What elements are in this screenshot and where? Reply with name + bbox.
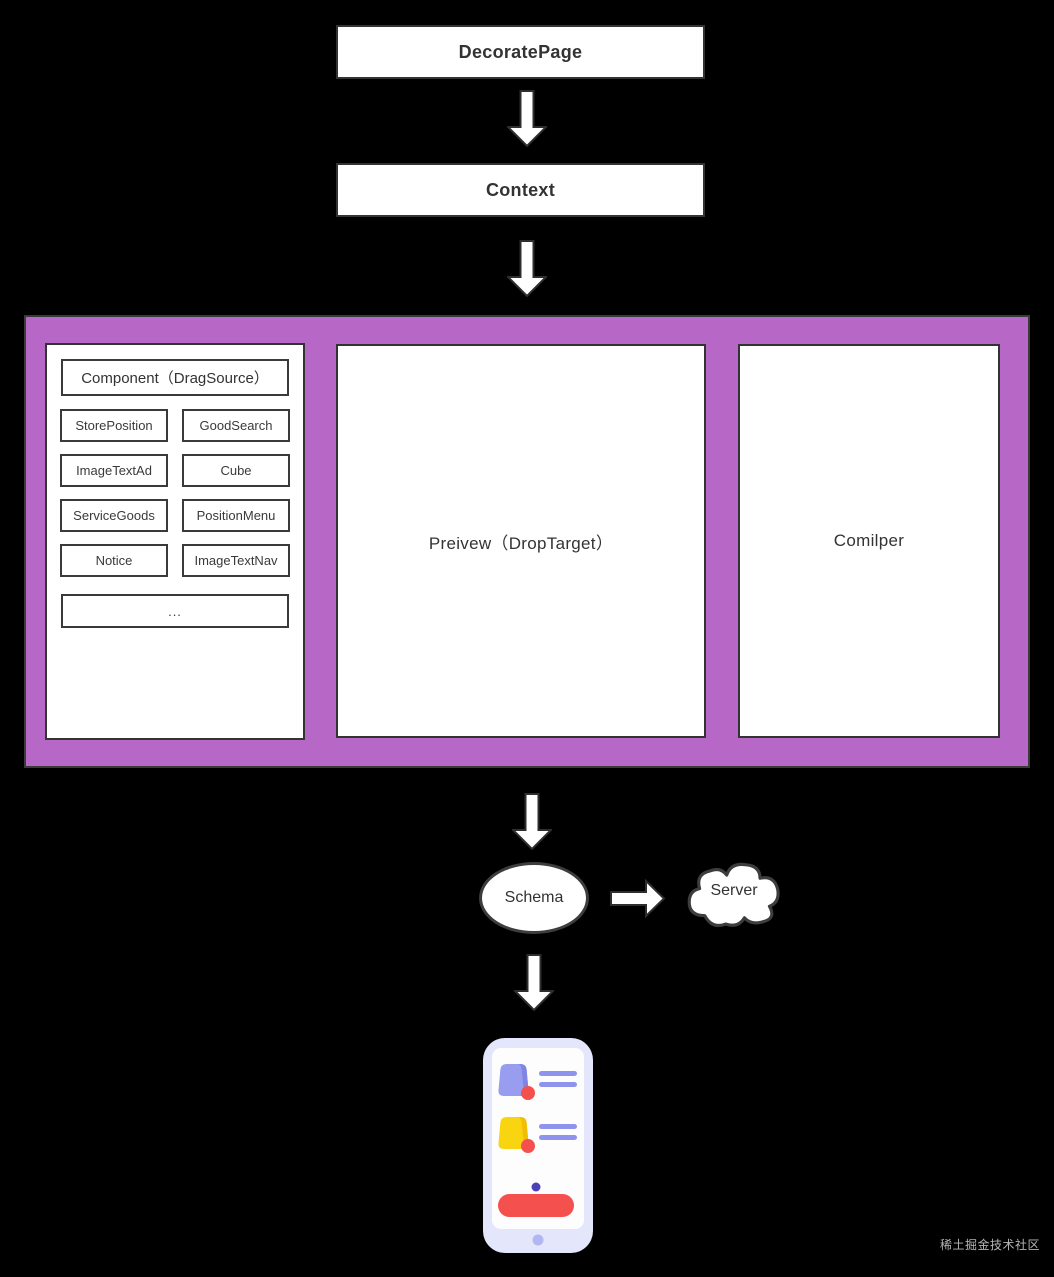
schema-label: Schema — [504, 889, 564, 906]
component-item-imagetextad: ImageTextAd — [60, 454, 168, 487]
list-row-2 — [498, 1117, 577, 1153]
phone-illustration — [483, 1038, 593, 1253]
component-item-imagetextnav: ImageTextNav — [182, 544, 290, 577]
page-indicator-dot — [531, 1182, 541, 1192]
component-item-storeposition: StorePosition — [60, 409, 168, 442]
schema-node: Schema — [479, 862, 589, 934]
down-arrow-icon — [512, 793, 552, 850]
component-item-positionmenu: PositionMenu — [182, 499, 290, 532]
context-label: Context — [485, 179, 556, 200]
server-label: Server — [710, 882, 758, 899]
home-button-dot — [532, 1234, 544, 1246]
decorate-page-box: DecoratePage — [336, 25, 705, 79]
preview-panel: Preivew（DropTarget） — [336, 344, 706, 738]
down-arrow-icon — [507, 240, 547, 297]
decorate-page-label: DecoratePage — [458, 41, 583, 62]
watermark: 稀土掘金技术社区 — [939, 1238, 1040, 1252]
component-grid: StorePosition GoodSearch ImageTextAd Cub… — [59, 409, 291, 577]
editor-container: Component（DragSource） StorePosition Good… — [24, 315, 1030, 768]
component-item-goodsearch: GoodSearch — [182, 409, 290, 442]
server-node: Server — [684, 858, 784, 938]
list-row-1 — [498, 1064, 577, 1100]
down-arrow-icon — [514, 954, 554, 1011]
compiler-panel: Comilper — [738, 344, 1000, 738]
preview-label: Preivew（DropTarget） — [428, 533, 614, 553]
component-more-box: ... — [61, 594, 289, 628]
context-box: Context — [336, 163, 705, 217]
component-panel-title-label: Component（DragSource） — [81, 370, 269, 387]
right-arrow-icon — [610, 879, 666, 918]
component-panel: Component（DragSource） StorePosition Good… — [45, 343, 305, 740]
component-item-cube: Cube — [182, 454, 290, 487]
phone-screen-content — [492, 1048, 584, 1246]
server-cloud-icon — [687, 862, 780, 928]
component-item-notice: Notice — [60, 544, 168, 577]
component-item-servicegoods: ServiceGoods — [60, 499, 168, 532]
action-pill — [498, 1194, 574, 1217]
down-arrow-icon — [507, 90, 547, 147]
compiler-label: Comilper — [833, 531, 905, 550]
component-panel-title: Component（DragSource） — [61, 359, 289, 396]
